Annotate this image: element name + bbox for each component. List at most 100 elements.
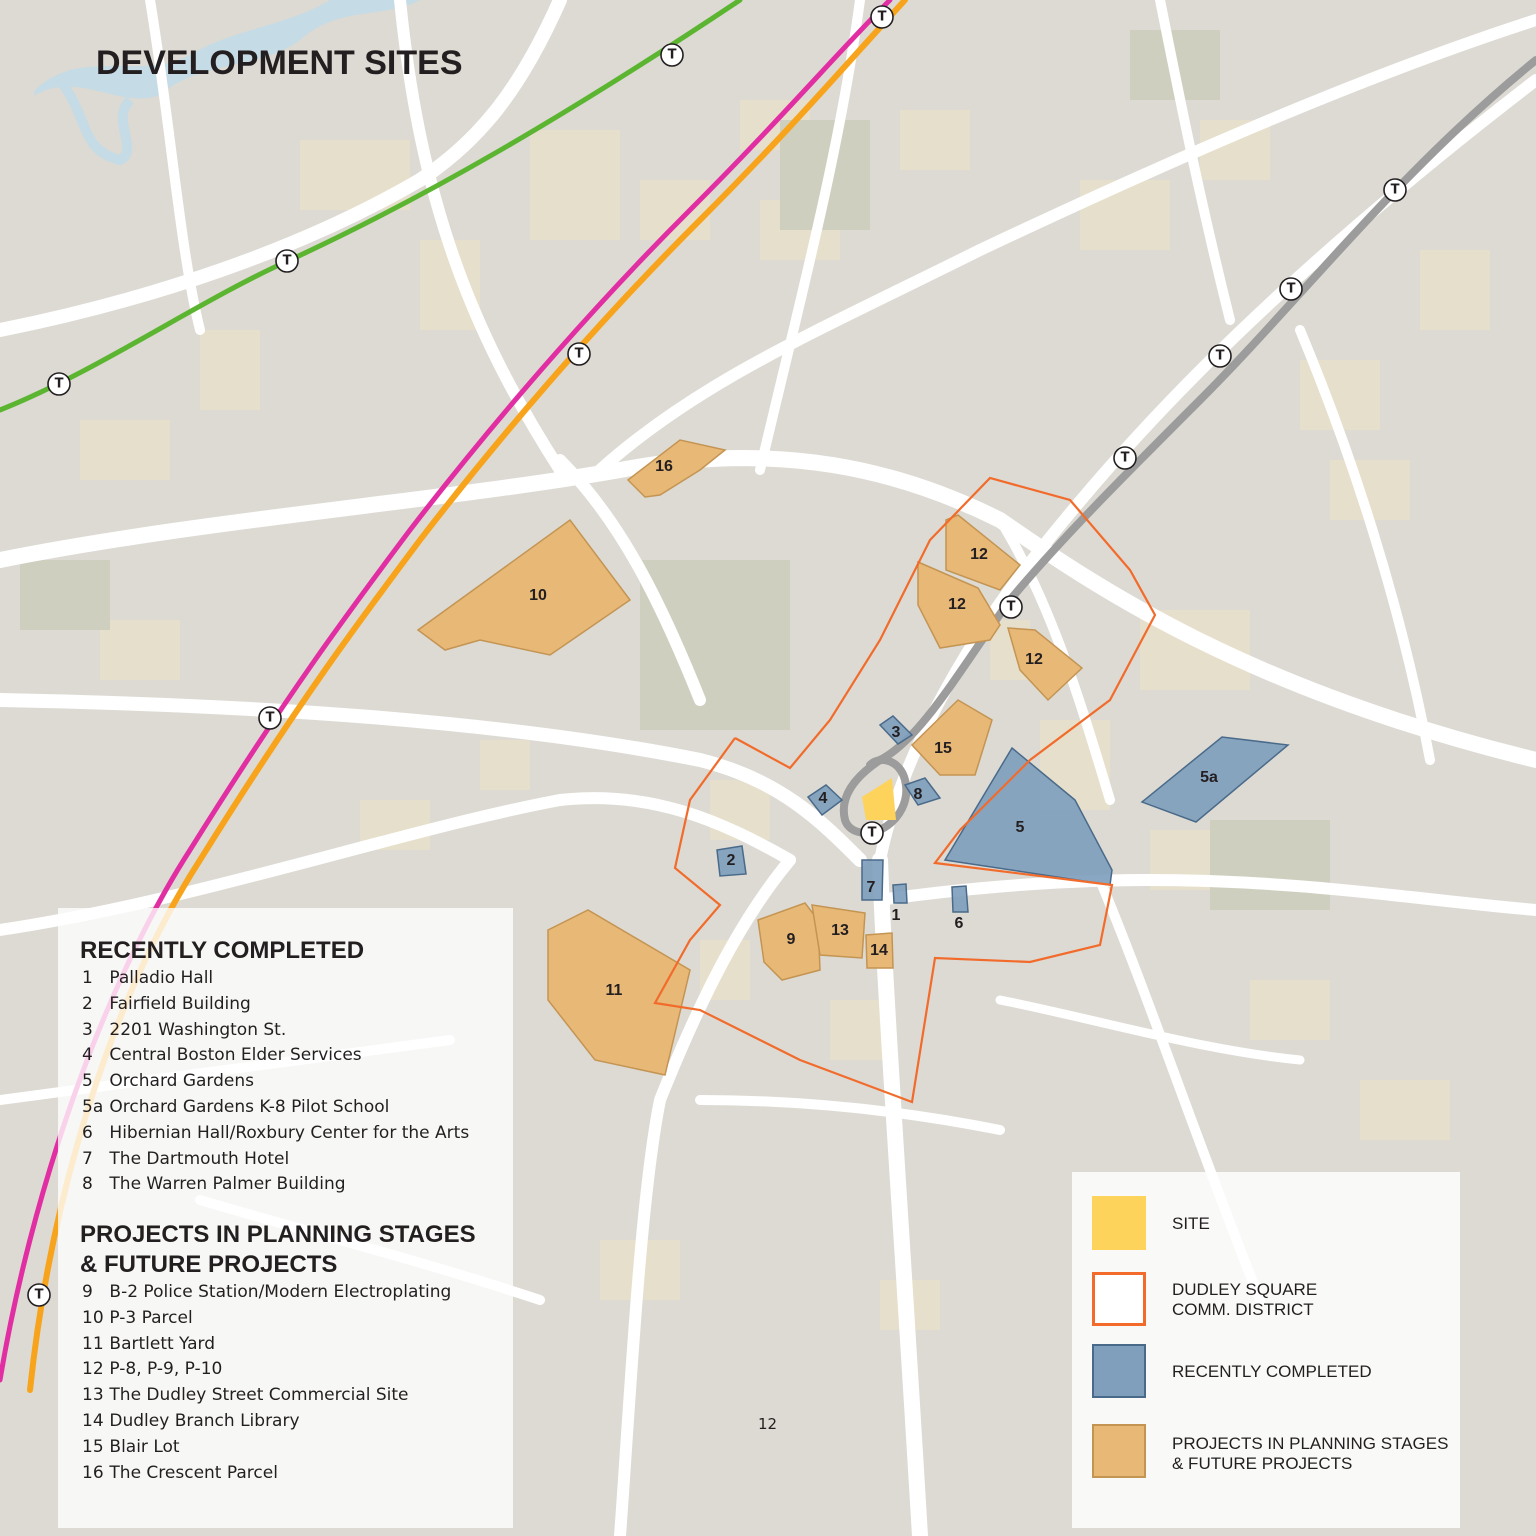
transit-station-6: T [258, 706, 282, 730]
dudley-district-outline [653, 476, 1157, 1104]
label-8: 8 [914, 786, 923, 803]
recently-completed-item-name: The Dartmouth Hotel [109, 1148, 290, 1169]
planning-heading-line1: PROJECTS IN PLANNING STAGES [80, 1221, 476, 1248]
map-legend: SITE DUDLEY SQUARE COMM. DISTRICT RECENT… [1072, 1172, 1460, 1528]
transit-station-dudley: T [860, 821, 884, 845]
recently-completed-item: 5 Orchard Gardens [82, 1071, 254, 1091]
parcel-16 [626, 439, 727, 498]
label-12a: 12 [970, 546, 988, 563]
recently-completed-item: 4 Central Boston Elder Services [82, 1045, 362, 1065]
svg-text:T: T [1216, 349, 1225, 364]
site-parcel[interactable] [862, 778, 896, 820]
recently-completed-item: 1 Palladio Hall [82, 968, 213, 988]
svg-text:T: T [878, 10, 887, 25]
recently-completed-item-number: 6 [82, 1122, 93, 1143]
recently-completed-item: 2 Fairfield Building [82, 994, 251, 1014]
recently-completed-item-name: Orchard Gardens [109, 1071, 254, 1092]
parcel-8 [903, 777, 942, 806]
svg-text:T: T [868, 826, 877, 841]
transit-station-4: T [47, 372, 71, 396]
planning-item-number: 12 [82, 1359, 104, 1380]
recently-completed-item-name: Hibernian Hall/Roxbury Center for the Ar… [109, 1122, 470, 1143]
transit-station-1: T [870, 5, 894, 29]
label-16: 16 [655, 458, 673, 475]
label-9: 9 [787, 931, 796, 948]
planning-item: 15 Blair Lot [82, 1437, 180, 1457]
recently-completed-item-name: The Warren Palmer Building [109, 1174, 346, 1195]
planning-item-name: Blair Lot [109, 1436, 180, 1457]
label-14: 14 [870, 942, 888, 959]
open-spaces [20, 30, 1330, 910]
parcel-13 [811, 904, 866, 959]
recently-completed-item-name: Central Boston Elder Services [109, 1045, 362, 1066]
parcel-7 [861, 859, 884, 901]
planning-item-number: 10 [82, 1307, 104, 1328]
planning-parcels[interactable] [416, 439, 1084, 1076]
planning-item-name: Bartlett Yard [109, 1333, 216, 1354]
planning-item-number: 14 [82, 1411, 104, 1431]
legend-label-completed: RECENTLY COMPLETED [1172, 1362, 1372, 1381]
planning-item-number: 9 [82, 1282, 93, 1302]
label-10: 10 [529, 587, 547, 604]
svg-text:T: T [35, 1288, 44, 1303]
transit-station-8: T [1383, 178, 1407, 202]
recently-completed-item: 8 The Warren Palmer Building [82, 1174, 346, 1194]
planning-item: 12 P-8, P-9, P-10 [82, 1359, 222, 1379]
svg-text:T: T [266, 711, 275, 726]
legend-swatch-district [1092, 1272, 1146, 1326]
planning-item-name: The Crescent Parcel [109, 1462, 278, 1483]
recently-completed-item-name: 2201 Washington St. [109, 1019, 287, 1040]
planning-heading-line2: & FUTURE PROJECTS [80, 1251, 338, 1278]
planning-item-number: 16 [82, 1462, 104, 1483]
svg-text:T: T [283, 254, 292, 269]
svg-text:T: T [1391, 183, 1400, 198]
label-11: 11 [606, 982, 623, 999]
recently-completed-item-number: 7 [82, 1148, 93, 1169]
parcel-5a [1140, 736, 1290, 823]
planning-item: 16 The Crescent Parcel [82, 1463, 278, 1483]
parcel-3 [878, 715, 914, 745]
parcel-9 [757, 902, 821, 981]
parcel-6 [951, 885, 969, 913]
pond-branch [55, 77, 134, 166]
label-12b: 12 [948, 596, 966, 613]
recently-completed-item: 7 The Dartmouth Hotel [82, 1149, 289, 1169]
label-5a: 5a [1200, 769, 1218, 786]
completed-parcels[interactable] [716, 715, 1290, 913]
svg-text:T: T [1287, 282, 1296, 297]
recently-completed-item-number: 1 [82, 968, 93, 988]
legend-swatch-planning [1092, 1424, 1146, 1478]
recently-completed-item-name: Orchard Gardens K-8 Pilot School [109, 1097, 390, 1117]
recently-completed-item-number: 5a [82, 1097, 104, 1117]
transit-stations[interactable]: T T T T T T T T T T T T T [27, 5, 1407, 1307]
green-line [0, 0, 743, 413]
parcel-15 [910, 699, 993, 776]
recently-completed-item-number: 2 [82, 993, 93, 1014]
svg-text:T: T [575, 347, 584, 362]
recently-completed-item-number: 8 [82, 1174, 93, 1195]
legend-label-planning: PROJECTS IN PLANNING STAGES & FUTURE PRO… [1172, 1434, 1449, 1473]
planning-item-name: The Dudley Street Commercial Site [109, 1385, 409, 1406]
recently-completed-item-name: Fairfield Building [109, 993, 251, 1014]
svg-text:T: T [1121, 451, 1130, 466]
svg-text:T: T [55, 377, 64, 392]
pond [34, 0, 420, 99]
parcel-11 [547, 909, 691, 1076]
legend-swatch-completed [1092, 1344, 1146, 1398]
label-6: 6 [955, 915, 964, 932]
planning-item: 9 B-2 Police Station/Modern Electroplati… [82, 1282, 451, 1302]
transit-station-5: T [567, 342, 591, 366]
svg-text:T: T [1007, 600, 1016, 615]
label-4: 4 [819, 790, 828, 807]
label-12c: 12 [1025, 651, 1043, 668]
transit-station-7: T [27, 1283, 51, 1307]
planning-item-number: 15 [82, 1436, 104, 1457]
recently-completed-item: 6 Hibernian Hall/Roxbury Center for the … [82, 1123, 469, 1143]
recently-completed-item-number: 5 [82, 1071, 93, 1092]
parcel-10 [416, 518, 632, 656]
transit-station-3: T [275, 249, 299, 273]
planning-item-name: Dudley Branch Library [109, 1411, 300, 1431]
page-number: 12 [758, 1415, 778, 1433]
page-title: DEVELOPMENT SITES [96, 44, 463, 82]
